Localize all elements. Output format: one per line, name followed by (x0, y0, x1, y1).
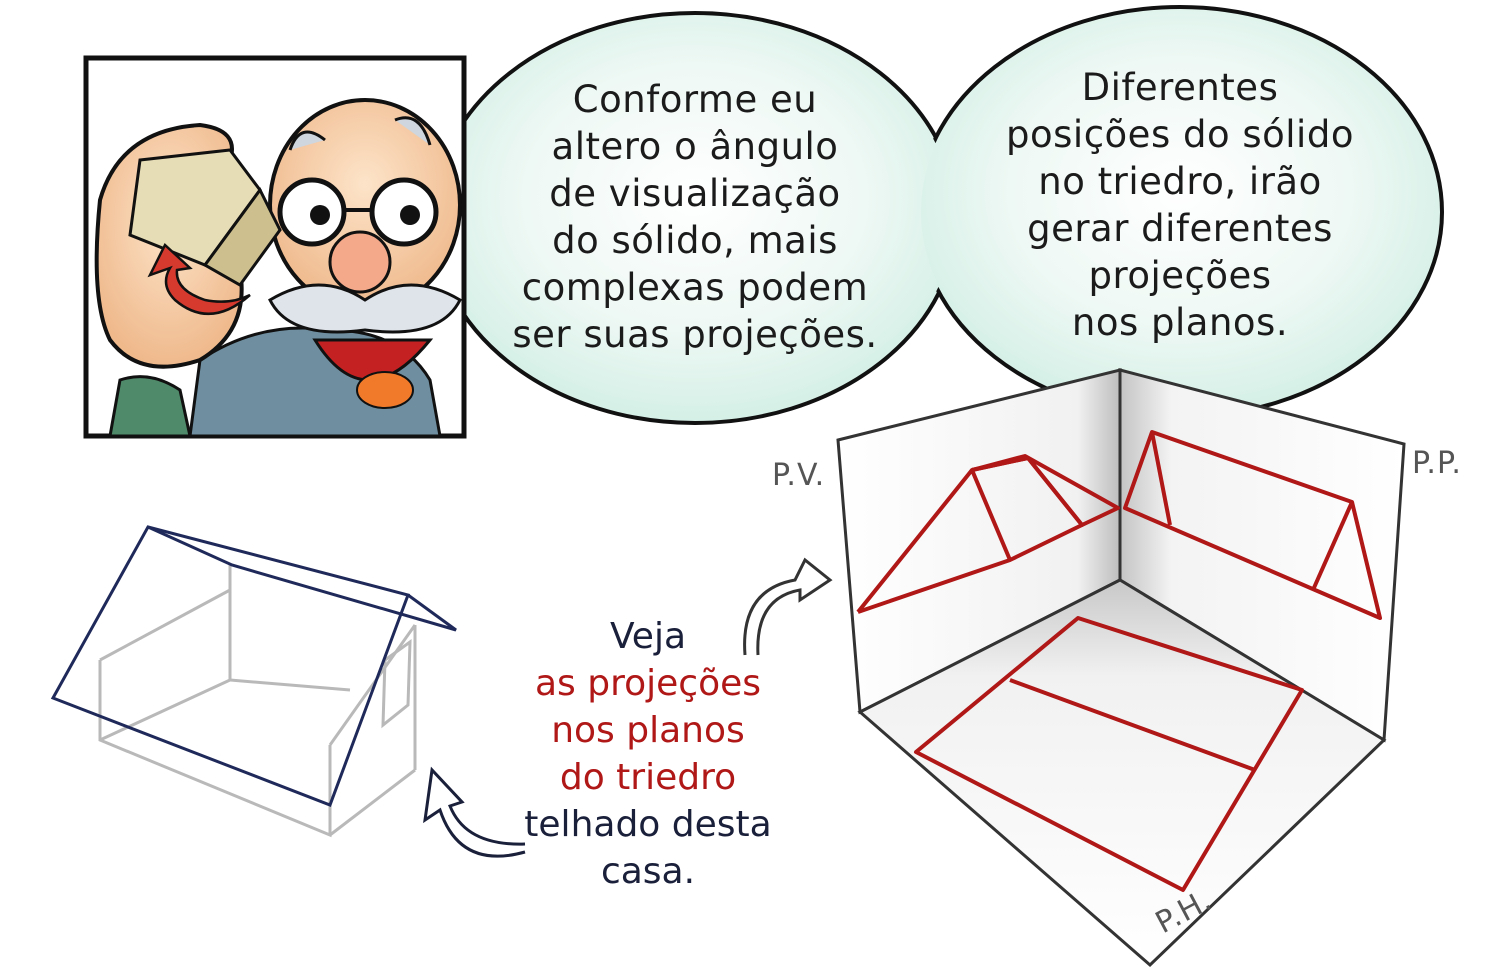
projection-pv (856, 454, 1120, 614)
bubble-line: no triedro, irão (1038, 160, 1322, 203)
plane-label-pp: P.P. (1412, 446, 1462, 481)
projection-pp (1123, 430, 1382, 620)
bubble-line: ser suas projeções. (512, 313, 878, 356)
rotate-arrow-icon (147, 242, 251, 315)
bubble-line: Conforme eu (572, 78, 818, 121)
house-model-icon (128, 148, 282, 287)
caption-line: telhado desta (524, 804, 772, 845)
bubble-line: altero o ângulo (551, 125, 839, 168)
projection-ph (914, 616, 1304, 892)
caption-line: nos planos (551, 710, 745, 751)
bubble-line: nos planos. (1071, 301, 1289, 344)
arrow-to-triedro-icon (743, 557, 833, 656)
bubble-line: posições do sólido (1006, 113, 1354, 156)
arrow-to-house-icon (423, 766, 526, 858)
roof-icon (50, 525, 410, 807)
bubble-line: projeções (1088, 254, 1272, 297)
bubble-text-right: Diferentes posições do sólido no triedro… (965, 64, 1395, 346)
bubble-line: gerar diferentes (1027, 207, 1333, 250)
caption-line: as projeções (534, 663, 762, 704)
triedro-diagram (743, 368, 1406, 968)
eye-icon (400, 205, 420, 225)
plane-label-pv: P.V. (772, 458, 826, 493)
wireframe-house (50, 525, 526, 858)
character-panel (83, 55, 467, 439)
bubble-line: do sólido, mais (552, 219, 838, 262)
bubble-text-left: Conforme eu altero o ângulo de visualiza… (470, 76, 920, 358)
bubble-line: complexas podem (521, 266, 869, 309)
eye-icon (310, 205, 330, 225)
caption-note: Veja as projeções nos planos do triedro … (478, 613, 818, 895)
speech-bubbles (431, 5, 1444, 425)
bubble-line: Diferentes (1081, 66, 1279, 109)
bubble-line: de visualização (549, 172, 841, 215)
caption-line: Veja (609, 616, 687, 657)
caption-line: do triedro (559, 757, 737, 798)
caption-line: casa. (600, 851, 696, 892)
